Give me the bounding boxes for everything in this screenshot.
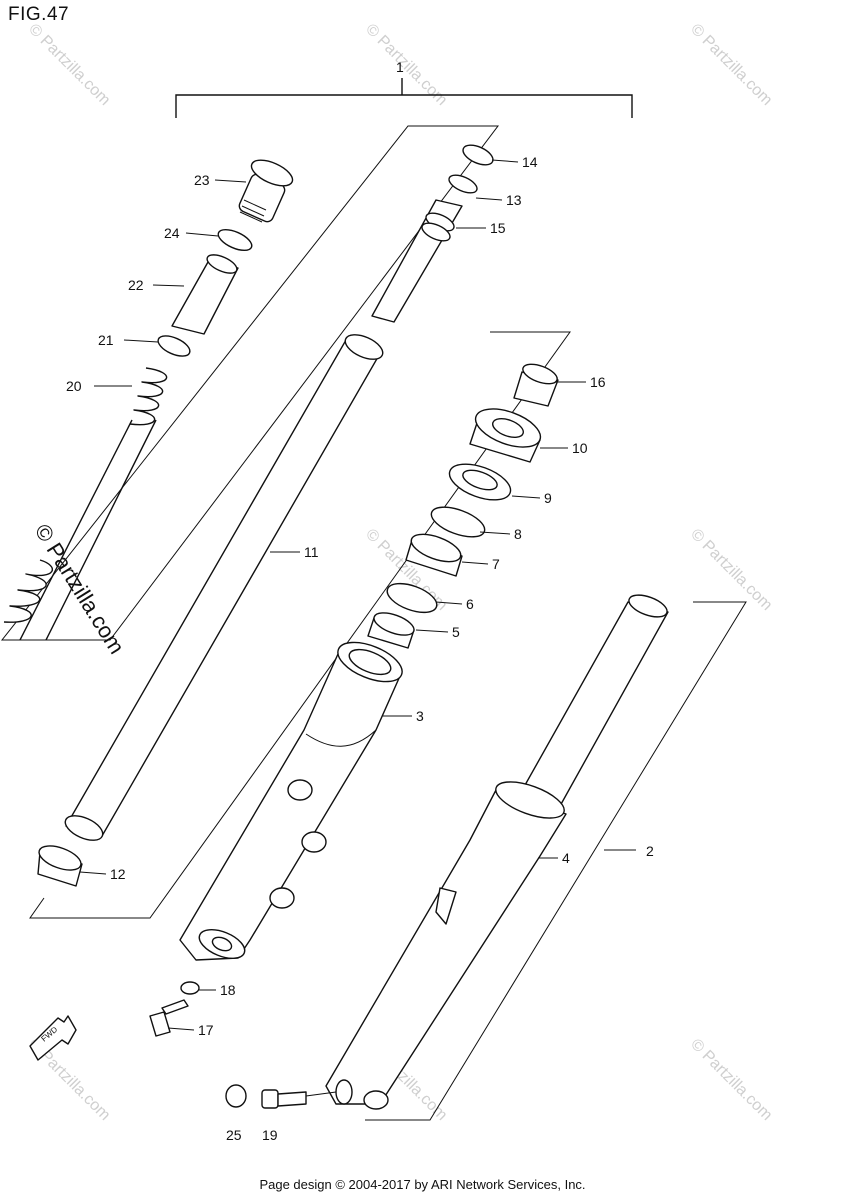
cap — [225, 1084, 247, 1108]
watermark-text: © Partzilla.com — [687, 526, 775, 614]
outer-tube — [179, 641, 403, 961]
callout-4: 4 — [562, 850, 570, 866]
callout-18: 18 — [220, 982, 236, 998]
retaining-ring — [462, 144, 494, 166]
watermark-text: © Partzilla.com — [687, 1036, 775, 1124]
callout-3: 3 — [416, 708, 424, 724]
drain-washer — [180, 981, 200, 995]
callout-11: 11 — [304, 544, 319, 560]
callout-22: 22 — [128, 277, 144, 293]
oil-seal-stopper-ring — [430, 506, 486, 538]
fork-spring — [3, 367, 168, 641]
axle-pinch-bolt — [261, 1089, 307, 1109]
callout-13: 13 — [506, 192, 522, 208]
callout-20: 20 — [66, 378, 82, 394]
callout-14: 14 — [522, 154, 538, 170]
o-ring — [217, 228, 253, 252]
forward-arrow-icon — [29, 1015, 77, 1061]
callout-15: 15 — [490, 220, 506, 236]
callout-2: 2 — [646, 843, 654, 859]
guide-bushing — [37, 845, 83, 887]
inner-tube — [64, 334, 384, 841]
damper-rod — [371, 199, 463, 323]
leg-frame — [365, 601, 747, 1121]
callout-21: 21 — [98, 332, 114, 348]
outer-tube-frame — [29, 331, 571, 919]
washer — [386, 582, 438, 614]
watermark-text: © Partzilla.com — [362, 21, 450, 109]
callout-8: 8 — [514, 526, 522, 542]
callout-10: 10 — [572, 440, 588, 456]
spring-seat-washer — [157, 335, 191, 357]
watermark-text: © Partzilla.com — [687, 21, 775, 109]
fork-leg-assembly — [325, 594, 669, 1110]
callout-24: 24 — [164, 225, 180, 241]
oil-lock-piece — [513, 363, 559, 407]
callout-16: 16 — [590, 374, 606, 390]
callout-1: 1 — [396, 59, 404, 75]
callout-5: 5 — [452, 624, 460, 640]
callout-25: 25 — [226, 1127, 242, 1143]
inner-tube-frame — [0, 125, 500, 641]
callout-9: 9 — [544, 490, 552, 506]
spacer-tube — [171, 254, 239, 335]
callout-19: 19 — [262, 1127, 278, 1143]
drain-bolt — [149, 999, 189, 1037]
figure-title: FIG.47 — [8, 4, 70, 25]
page-footer: Page design © 2004-2017 by ARI Network S… — [259, 1177, 586, 1192]
watermark-text: © Partzilla.com — [30, 519, 130, 658]
piston-ring — [448, 174, 478, 194]
callout-7: 7 — [492, 556, 500, 572]
oil-seal — [448, 463, 512, 501]
callout-23: 23 — [194, 172, 210, 188]
watermark-text: © Partzilla.com — [25, 21, 113, 109]
assembly-bracket — [175, 78, 633, 118]
callout-6: 6 — [466, 596, 474, 612]
cap-bolt — [238, 159, 294, 223]
callout-labels: 1 2 3 4 5 6 7 8 9 10 11 12 13 14 15 16 1… — [66, 59, 654, 1143]
dust-seal — [469, 408, 542, 463]
callout-leaders — [79, 159, 636, 1097]
callout-17: 17 — [198, 1022, 214, 1038]
seal-spacer — [405, 533, 463, 577]
slide-bushing — [367, 612, 415, 649]
callout-12: 12 — [110, 866, 126, 882]
